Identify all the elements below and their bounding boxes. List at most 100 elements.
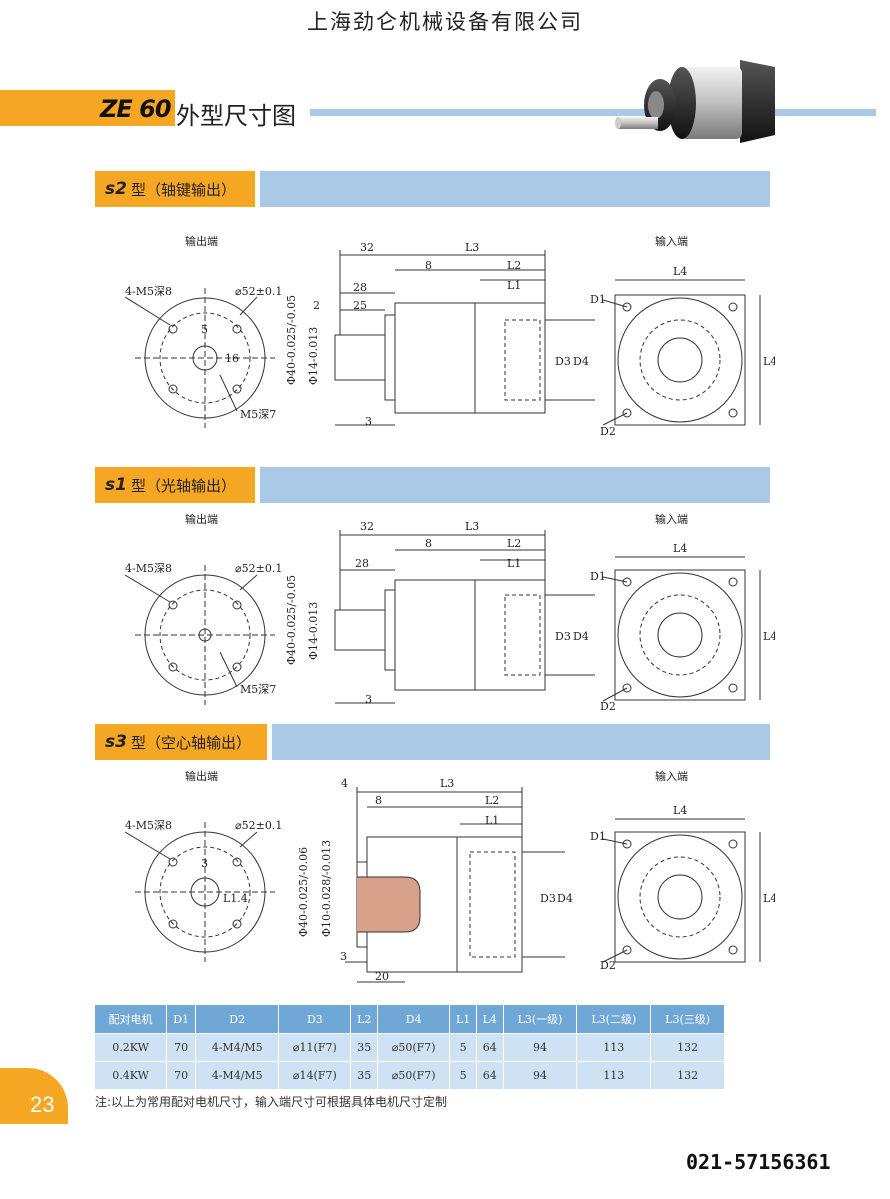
dim-32: 32 <box>360 520 374 533</box>
dim-d4: D4 <box>573 355 589 368</box>
dim-l14: L1.4 <box>223 892 248 905</box>
dim-3: 3 <box>365 415 372 428</box>
table-row: 0.2KW 70 4-M4/M5 ⌀11(F7) 35 ⌀50(F7) 5 64… <box>95 1033 725 1062</box>
dim-28: 28 <box>353 281 367 294</box>
dim-l4-v: L4 <box>763 892 775 905</box>
output-view <box>124 288 275 428</box>
table-cell: 113 <box>576 1061 652 1089</box>
dim-phi14: Φ14-0.013 <box>307 327 320 385</box>
dim-phi40: Φ40-0.025/-0.06 <box>297 847 310 937</box>
title-model: ZE 60 <box>100 95 172 123</box>
pcd-label: ⌀52±0.1 <box>235 819 282 832</box>
input-end-label: 输入端 <box>655 234 688 248</box>
dim-3b: 3 <box>340 950 347 963</box>
dim-8: 8 <box>425 537 432 550</box>
dim-8: 8 <box>375 794 382 807</box>
table-cell: 113 <box>576 1033 652 1062</box>
table-header: L3(二级) <box>576 1005 652 1034</box>
side-view <box>334 530 595 704</box>
dim-l3: L3 <box>440 777 454 790</box>
table-cell: 35 <box>350 1061 379 1089</box>
dim-l2: L2 <box>485 794 499 807</box>
table-cell: 5 <box>449 1061 477 1089</box>
phone-number: 021-57156361 <box>686 1150 831 1174</box>
drawing-s2: 输出端 输入端 4-M5深8 ⌀52±0.1 M5深7 5 16 32 L3 8… <box>124 234 775 438</box>
table-cell: ⌀50(F7) <box>377 1061 451 1089</box>
pcd-label: ⌀52±0.1 <box>235 562 282 575</box>
page-number-tab: 23 <box>0 1068 68 1124</box>
table-cell: 70 <box>166 1061 197 1089</box>
dim-d1: D1 <box>590 830 606 843</box>
dim-l4: L4 <box>673 265 687 278</box>
output-end-label: 输出端 <box>185 512 218 526</box>
section-name: 型（轴键输出） <box>130 180 236 199</box>
title-rule <box>310 109 876 116</box>
table-cell: ⌀50(F7) <box>377 1033 451 1062</box>
table-cell: 132 <box>650 1061 725 1089</box>
section-name: 型（空心轴输出） <box>130 733 251 752</box>
input-view <box>602 556 761 702</box>
table-cell: 0.4KW <box>95 1061 168 1089</box>
table-header: 配对电机 <box>95 1005 168 1034</box>
input-end-label: 输入端 <box>655 769 688 783</box>
dim-d3: D3 <box>540 892 556 905</box>
company-name: 上海劲仑机械设备有限公司 <box>307 10 583 34</box>
dim-l2: L2 <box>507 537 521 550</box>
dim-32: 32 <box>360 241 374 254</box>
table-cell: 70 <box>166 1033 197 1062</box>
holes-label: 4-M5深8 <box>125 819 172 832</box>
dim-phi10: Φ10-0.028/-0.013 <box>320 840 333 937</box>
dim-2: 2 <box>313 299 320 312</box>
side-view <box>345 787 565 983</box>
table-header: D1 <box>166 1005 197 1034</box>
section-bar-s1 <box>260 467 770 503</box>
dim-d3: D3 <box>555 630 571 643</box>
table-header: L3(三级) <box>650 1005 725 1034</box>
gearbox-product-photo <box>615 60 775 143</box>
input-end-label: 输入端 <box>655 512 688 526</box>
dim-3: 3 <box>365 693 372 706</box>
table-header: L3(一级) <box>503 1005 578 1034</box>
title-text: 外型尺寸图 <box>176 102 296 130</box>
dim-l4-v: L4 <box>763 355 775 368</box>
dim-d3: D3 <box>555 355 571 368</box>
section-code: s3 <box>105 732 127 752</box>
holes-label: 4-M5深8 <box>125 562 172 575</box>
holes-label: 4-M5深8 <box>125 285 172 298</box>
drawing-s3: 输出端 输入端 4-M5深8 ⌀52±0.1 3 L1.4 4 L3 8 L2 … <box>124 769 775 983</box>
dim-d4: D4 <box>573 630 589 643</box>
dim-l1: L1 <box>485 814 499 827</box>
section-name: 型（光轴输出） <box>130 476 236 495</box>
dim-phi40: Φ40-0.025/-0.05 <box>285 575 298 665</box>
section-bar-s3 <box>272 724 770 760</box>
dim-28: 28 <box>355 557 369 570</box>
dim-3: 3 <box>201 857 208 870</box>
table-header: D4 <box>377 1005 451 1034</box>
input-view <box>602 818 761 963</box>
section-tag-s2: s2 型（轴键输出） <box>95 171 255 207</box>
dim-l1: L1 <box>507 557 521 570</box>
dim-l4: L4 <box>673 804 687 817</box>
table-header-row: 配对电机 D1 D2 D3 L2 D4 L1 L4 L3(一级) L3(二级) … <box>95 1005 725 1034</box>
drawing-s1: 输出端 输入端 4-M5深8 ⌀52±0.1 M5深7 32 L3 8 L2 L… <box>124 512 775 713</box>
dim-l2: L2 <box>507 259 521 272</box>
section-code: s1 <box>105 475 127 495</box>
table-cell: 5 <box>449 1033 477 1062</box>
input-view <box>602 279 761 426</box>
pcd-label: ⌀52±0.1 <box>235 285 282 298</box>
dim-d2: D2 <box>600 959 616 972</box>
dim-l4: L4 <box>673 542 687 555</box>
side-view <box>334 250 595 426</box>
dim-16: 16 <box>225 352 239 365</box>
output-end-label: 输出端 <box>185 234 218 248</box>
m5-label: M5深7 <box>240 408 276 421</box>
dim-phi14: Φ14-0.013 <box>307 602 320 660</box>
dim-l3: L3 <box>465 241 479 254</box>
table-header: D2 <box>195 1005 280 1034</box>
table-header: L1 <box>449 1005 477 1034</box>
section-tag-s3: s3 型（空心轴输出） <box>95 724 267 760</box>
table-cell: 0.2KW <box>95 1033 168 1062</box>
dim-d2: D2 <box>600 700 616 713</box>
dim-5: 5 <box>201 323 208 336</box>
table-header: D3 <box>278 1005 352 1034</box>
